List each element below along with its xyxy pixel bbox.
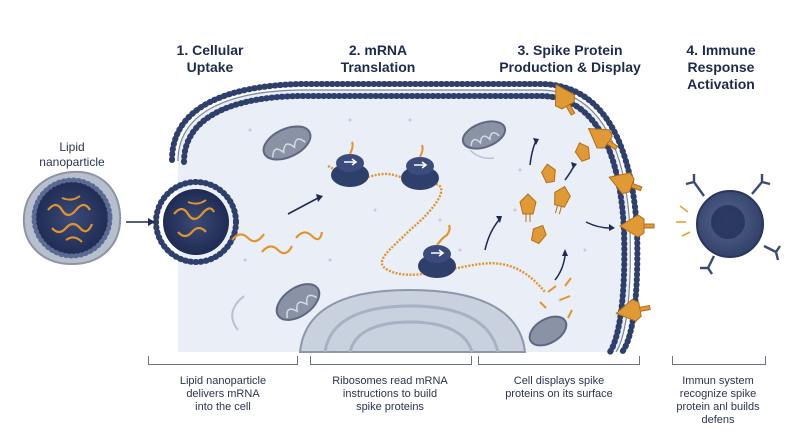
released-mrna [231,231,324,255]
ribosome-2 [401,144,439,190]
step-4-title: 4. Immune Response Activation [686,42,756,92]
mitochondrion-3 [275,283,321,321]
immune-cell [676,174,781,275]
ribosome-1 [331,141,369,187]
step-1-title: 1. Cellular Uptake [176,42,244,75]
nanoparticle-in-vesicle [163,189,229,255]
mitochondrion-4 [528,315,568,347]
surface-spike-proteins [554,83,655,322]
er-curve-1 [231,295,245,331]
spike-proteins-cytoplasm [519,142,590,245]
ribosome-3 [418,224,456,278]
endocytosis-vesicle-membrane [153,179,239,265]
arrow-to-cell-head [148,218,155,226]
mrna-strand [327,164,546,293]
nanoparticle-label: Lipid nanoparticle [39,140,105,169]
step-2-bracket [310,356,472,365]
step-3-title: 3. Spike Protein Production & Display [499,42,641,75]
mitochondrion-1 [262,125,312,161]
step-1-bracket [148,356,298,365]
peptide-fragments [539,277,573,319]
cell-membrane-tails [177,89,631,353]
step-1-caption: Lipid nanoparticle delivers mRNA into th… [179,375,267,413]
lipid-nanoparticle [22,170,122,266]
step-4-caption: Immun system recognize spike protein anl… [676,375,760,426]
transport-arrows [484,140,611,281]
step-3-caption: Cell displays spike proteins on its surf… [505,375,613,400]
transport-arrowheads [496,138,615,256]
cell-membrane-inner [181,93,628,355]
er-curve-2 [469,149,495,160]
mitochondrion-2 [461,120,507,150]
step-4-bracket [672,356,766,365]
nucleus-inner-fold [323,304,500,353]
arrow-mrna-release-head [316,194,323,202]
step-3-bracket [478,356,640,365]
nucleus-inner-fold-2 [348,320,474,353]
step-2-caption: Ribosomes read mRNA instructions to buil… [332,375,448,413]
arrow-mrna-release [287,197,319,215]
step-2-title: 2. mRNA Translation [340,42,416,75]
